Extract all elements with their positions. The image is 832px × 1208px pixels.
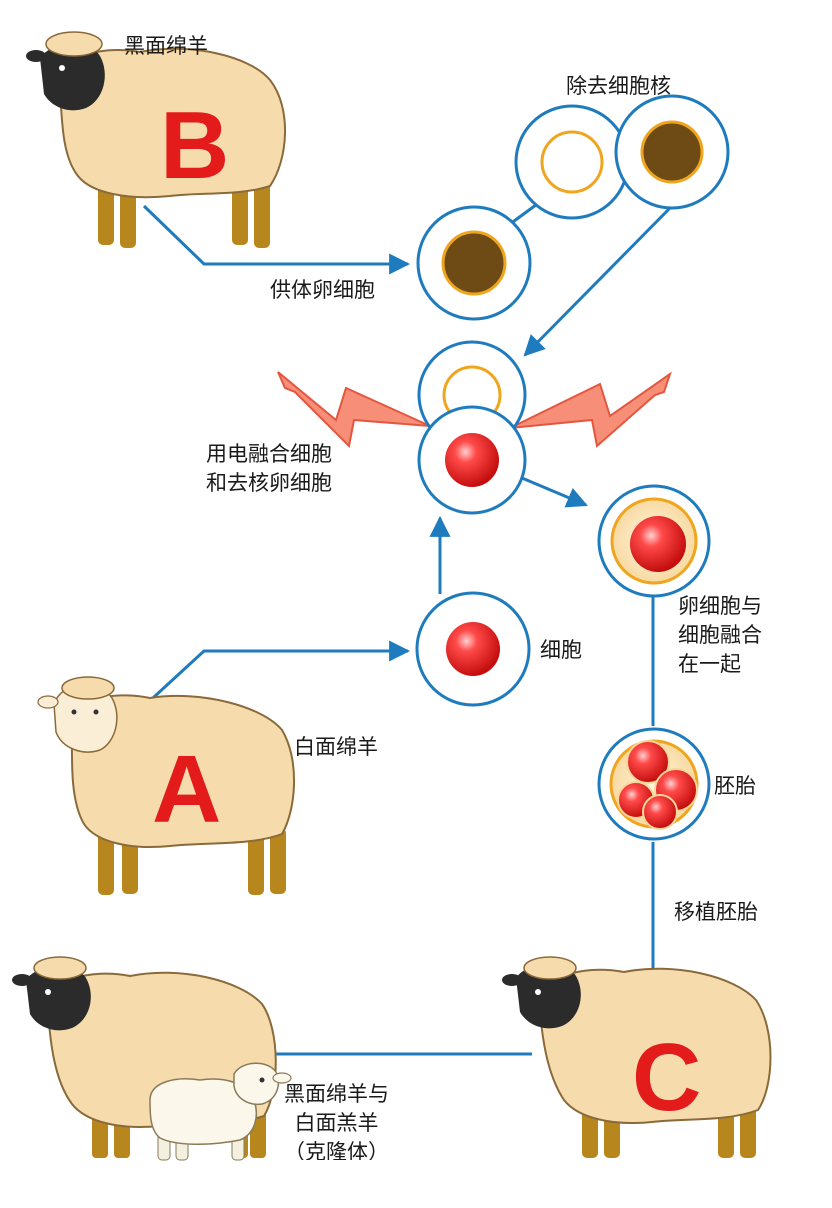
sheep-a-letter: A [152, 736, 222, 843]
sheep-b-label: 黑面绵羊 [124, 34, 208, 58]
electric-fusion-line1: 用电融合细胞 [206, 442, 332, 466]
lamb-icon [149, 1062, 292, 1161]
arrow-b-to-donor-egg [142, 204, 411, 275]
donor-egg-cell [416, 205, 532, 321]
lightning-icon [509, 371, 672, 448]
offspring-line1: 黑面绵羊与 [284, 1082, 389, 1106]
enucleated-egg-cell [514, 104, 630, 220]
donor-egg-label: 供体卵细胞 [270, 278, 375, 302]
arrow-nucleus-to-fusion [523, 206, 672, 357]
sheep-icon [502, 956, 772, 1158]
transfer-label: 移植胚胎 [674, 900, 758, 924]
offspring-line3: （克隆体） [284, 1140, 389, 1160]
body-cell-label: 细胞 [540, 638, 582, 662]
sheep-icon [26, 31, 287, 248]
fused-cell-line3: 在一起 [678, 652, 741, 676]
fused-cell-line2: 细胞融合 [678, 623, 762, 647]
arrow-a-to-body-cell [140, 640, 411, 710]
fusion-cells [417, 340, 527, 515]
embryo-cell [597, 727, 711, 841]
body-cell [415, 591, 531, 707]
arrow-fusion-to-fused-cell [521, 476, 588, 508]
sheep-icon [37, 676, 296, 895]
offspring-line2: 白面羔羊 [294, 1111, 379, 1135]
fused-cell-label: 卵细胞与 细胞融合 在一起 [678, 592, 762, 679]
lightning-icon [277, 371, 431, 449]
fused-egg-cell [597, 484, 711, 598]
electric-fusion-label: 用电融合细胞 和去核卵细胞 [206, 440, 332, 498]
sheep-c-letter: C [632, 1024, 702, 1131]
sheep-a-label: 白面绵羊 [294, 735, 378, 759]
electric-fusion-line2: 和去核卵细胞 [206, 471, 332, 495]
embryo-label: 胚胎 [714, 774, 756, 798]
connector-lines [140, 200, 672, 1056]
removed-nucleus-cell [614, 94, 730, 210]
fused-cell-line1: 卵细胞与 [678, 594, 762, 618]
offspring-label: 黑面绵羊与 白面羔羊 （克隆体） [284, 1080, 389, 1160]
enucleation-label: 除去细胞核 [566, 74, 671, 98]
sheep-b-letter: B [160, 92, 230, 199]
